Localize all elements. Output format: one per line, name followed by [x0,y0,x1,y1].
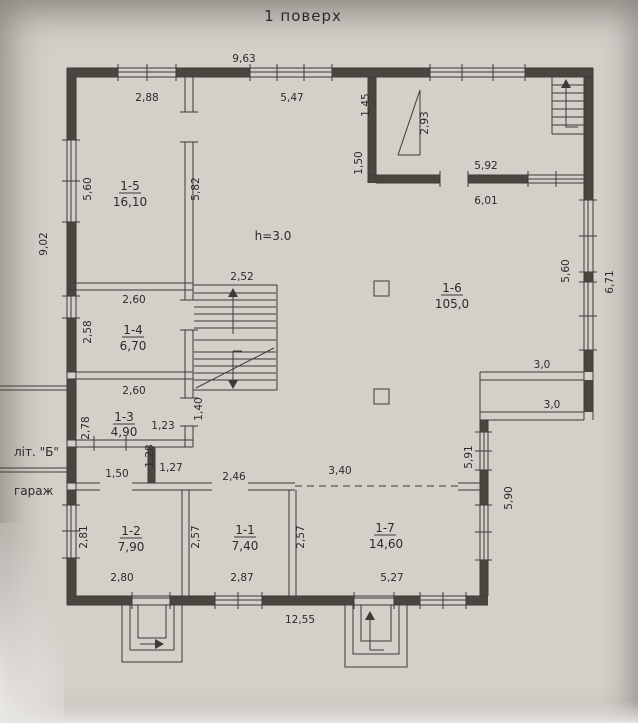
dim-1-23: 1,23 [151,420,174,432]
dim-5-60-right: 5,60 [560,259,572,282]
dim-5-90: 5,90 [503,486,515,509]
room-1-3-area: 4,90 [111,425,138,439]
dim-2-57-b: 2,57 [295,525,307,548]
dim-2-80: 2,80 [110,572,133,584]
top-right-staircase [551,77,584,135]
entrance-arrowhead [155,639,164,649]
wall-poche [67,68,593,605]
dim-2-58: 2,58 [82,320,94,343]
dim-1-28: 1,28 [144,444,156,467]
columns [373,280,390,405]
dim-5-47: 5,47 [280,92,303,104]
dim-3-40: 3,40 [328,465,351,477]
dim-1-50-a: 1,50 [353,151,365,174]
dim-3-0-a: 3,0 [534,359,551,371]
building-liter-label: літ. "Б" [14,445,59,459]
dim-9-63: 9,63 [232,53,255,65]
labels: 1 поверх 9,63 2,88 5,47 5,92 6,01 h=3.0 … [14,7,616,626]
room-1-1-number: 1-1 [235,523,255,537]
stair-down-arrowhead [228,380,238,389]
room-1-7-area: 14,60 [369,537,403,551]
room-1-3-number: 1-3 [114,410,134,424]
room-1-2-area: 7,90 [118,540,145,554]
room-1-5-area: 16,10 [113,195,147,209]
dim-5-27: 5,27 [380,572,403,584]
dim-5-82: 5,82 [190,177,202,200]
dim-5-60-left: 5,60 [82,177,94,200]
page-title: 1 поверх [264,7,342,25]
dim-6-71: 6,71 [604,270,616,293]
room-1-5-number: 1-5 [120,179,140,193]
dim-2-81: 2,81 [78,525,90,548]
room-1-7-number: 1-7 [375,521,395,535]
garage-label: гараж [14,484,54,498]
dim-2-52: 2,52 [230,271,253,283]
dim-2-88: 2,88 [135,92,158,104]
dim-12-55: 12,55 [285,614,315,626]
entrance-stairs-left [121,604,183,663]
dim-1-40: 1,40 [193,397,205,420]
dim-6-01: 6,01 [474,195,497,207]
room-1-4-number: 1-4 [123,323,143,337]
entrance-arrowhead [365,611,375,620]
dim-1-27: 1,27 [159,462,182,474]
dim-5-92: 5,92 [474,160,497,172]
window-glazing-lines [62,64,597,609]
room-1-1-area: 7,40 [232,539,259,553]
scan-corner-highlight [0,523,64,723]
room-1-6-area: 105,0 [435,297,469,311]
dim-2-57-a: 2,57 [190,525,202,548]
dim-5-91: 5,91 [463,445,475,468]
central-staircase [194,288,276,389]
dim-3-0-b: 3,0 [544,399,561,411]
dim-9-02: 9,02 [38,232,50,255]
room-1-2-number: 1-2 [121,524,141,538]
walls [66,67,594,606]
dim-1-50-b: 1,50 [105,468,128,480]
dim-2-46: 2,46 [222,471,246,483]
ceiling-height-label: h=3.0 [255,229,292,243]
dim-2-78: 2,78 [80,416,92,439]
entrance-stairs-right [344,604,408,668]
scan-bottom-highlight [0,701,638,723]
dim-2-60-b: 2,60 [122,385,145,397]
dim-2-93: 2,93 [419,111,431,134]
openings-and-windows [62,64,597,609]
stair-arrowhead [561,79,571,88]
entrance-ramp [397,89,421,156]
dim-2-60-a: 2,60 [122,294,145,306]
garage-walls [0,385,67,473]
dim-1-45: 1,45 [360,93,372,116]
room-1-4-area: 6,70 [120,339,147,353]
room-1-6-number: 1-6 [442,281,462,295]
stair-up-arrowhead [228,288,238,297]
dim-2-87: 2,87 [230,572,253,584]
